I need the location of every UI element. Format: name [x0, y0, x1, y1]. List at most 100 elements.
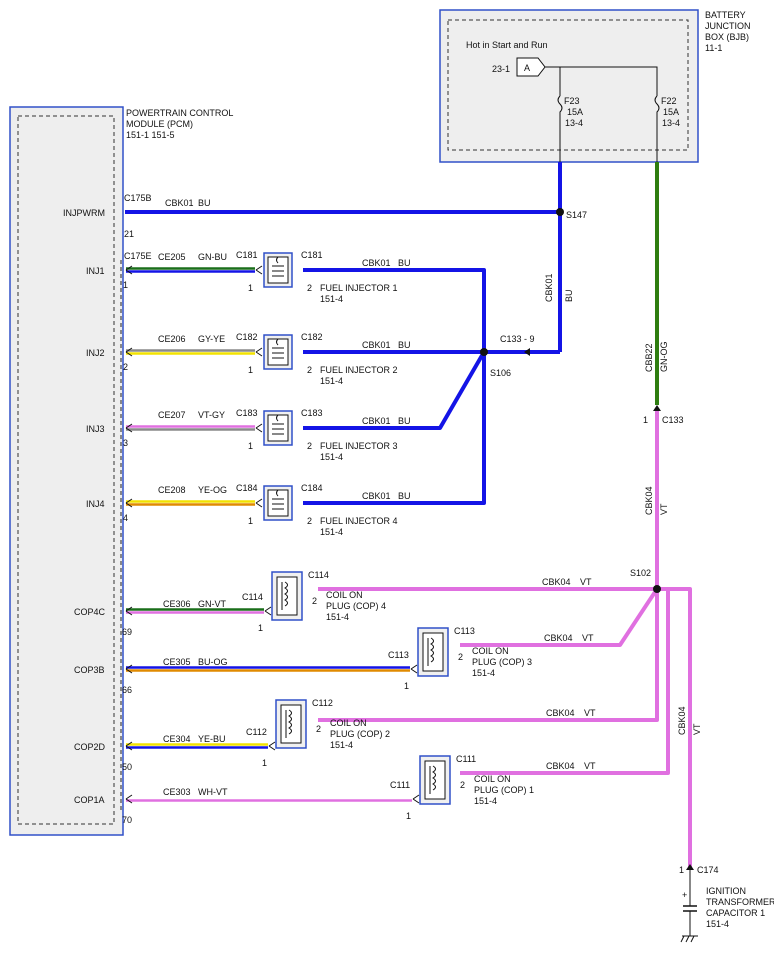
circuit-label: CE208: [158, 485, 186, 495]
connector-label-in: C112: [246, 727, 267, 737]
wire-ce206: [126, 349, 255, 355]
pcm-pin-arrow: [125, 265, 133, 275]
fuse-f22-rating: 15A: [663, 107, 679, 117]
bjb-feed-circuit: CBB22: [644, 343, 654, 372]
bjb-hot-label: Hot in Start and Run: [466, 40, 548, 50]
pcm-pin-name: COP1A: [74, 795, 105, 805]
pcm-pin-name: INJ4: [86, 499, 105, 509]
capacitor-name-3: CAPACITOR 1: [706, 908, 765, 918]
splice-s102-dot: [653, 585, 661, 593]
splice-s106-label: S106: [490, 368, 511, 378]
pcm-module: POWERTRAIN CONTROL MODULE (PCM) 151-1 15…: [9, 106, 233, 836]
coil-name-1: COIL ON: [330, 718, 367, 728]
pcm-pin: 50: [122, 762, 132, 772]
circuit-color: BU-OG: [198, 657, 228, 667]
coil-feed-wires: [318, 411, 692, 868]
injector-name: FUEL INJECTOR 2: [320, 365, 398, 375]
bjb-module: BATTERY JUNCTION BOX (BJB) 11-1 Hot in S…: [439, 9, 751, 163]
out-circuit-label: CBK01: [362, 491, 391, 501]
bjb-box-inner: [447, 19, 689, 151]
pcm-title-1: POWERTRAIN CONTROL: [126, 108, 233, 118]
injector-connector-arrow: [255, 347, 263, 357]
injector-name: FUEL INJECTOR 1: [320, 283, 398, 293]
injector-connector-arrow: [255, 498, 263, 508]
capacitor-ref: 151-4: [706, 919, 729, 929]
coil-name-1: COIL ON: [474, 774, 511, 784]
out-color-label: VT: [580, 577, 592, 587]
circuit-color: GY-YE: [198, 334, 225, 344]
out-circuit-label: CBK01: [362, 416, 391, 426]
capacitor-name-2: TRANSFORMER: [706, 897, 774, 907]
pcm-pin: 2: [123, 362, 128, 372]
coil-name-2: PLUG (COP) 1: [474, 785, 534, 795]
injector-bus-vertical-circuit: CBK01: [544, 273, 554, 302]
wire-cop3-out: [460, 587, 659, 647]
ignition-coil-icon: [419, 755, 451, 805]
wire-ce306: [126, 608, 264, 614]
coil-connector-arrow: [412, 794, 420, 804]
capacitor-color: VT: [692, 723, 702, 735]
pcm-ref: 151-1 151-5: [126, 130, 175, 140]
out-color-label: VT: [584, 708, 596, 718]
coil-connector-arrow: [268, 741, 276, 751]
circuit-label: CE305: [163, 657, 191, 667]
coil-connector-arrow: [410, 664, 418, 674]
out-color-label: BU: [398, 416, 411, 426]
pin-label-a: 1: [262, 758, 267, 768]
fuse-f23-id: F23: [564, 96, 580, 106]
injector-connector-arrow: [255, 265, 263, 275]
connector-label-out: C111: [456, 754, 476, 764]
coil-name-1: COIL ON: [472, 646, 509, 656]
pin-label-a: 1: [248, 283, 253, 293]
pcm-pin-name: INJ2: [86, 348, 105, 358]
bjb-pin-letter: A: [524, 63, 530, 73]
out-color-label: BU: [398, 340, 411, 350]
ground-icon: [680, 935, 698, 943]
ignition-coil-icon: [417, 627, 449, 677]
coil-ref: 151-4: [330, 740, 353, 750]
pin-label-b: 2: [307, 516, 312, 526]
fuel-injector-icon: [263, 252, 293, 288]
connector-c133-arrow: [653, 405, 661, 411]
pcm-pin-name: INJ3: [86, 424, 105, 434]
pin-label-a: 1: [248, 516, 253, 526]
coil-feed-circuit: CBK04: [644, 486, 654, 515]
fuse-f23-symbol: [557, 95, 563, 162]
connector-label-in: C184: [236, 483, 258, 493]
pin-label-b: 2: [316, 724, 321, 734]
bjb-title-2: JUNCTION: [705, 21, 751, 31]
wire-ce207: [126, 425, 255, 431]
wire-cop1-out: [460, 589, 670, 775]
out-circuit-label: CBK04: [546, 708, 575, 718]
injpwr-circuit: CBK01: [165, 198, 194, 208]
circuit-label: CE207: [158, 410, 186, 420]
pin-label-b: 2: [458, 652, 463, 662]
capacitor-pin: 1: [679, 865, 684, 875]
pin-label-b: 2: [307, 283, 312, 293]
pcm-box-inner: [17, 115, 115, 825]
fuel-injector-icon: [263, 334, 293, 370]
pcm-pin-arrow: [125, 741, 133, 751]
wire-s102-to-c174: [657, 587, 692, 868]
injector-name: FUEL INJECTOR 4: [320, 516, 398, 526]
pin-label-b: 2: [312, 596, 317, 606]
injpwr-pin: 21: [124, 229, 134, 239]
capacitor-polarity-plus: +: [682, 890, 687, 900]
connector-c174-arrow: [686, 864, 694, 870]
bjb-pin-flag: [516, 57, 546, 77]
circuit-color: YE-OG: [198, 485, 227, 495]
bjb-pin-ref: 23-1: [492, 64, 510, 74]
connector-label-out: C184: [301, 483, 323, 493]
injector-name: FUEL INJECTOR 3: [320, 441, 398, 451]
fuse-f22-id: F22: [661, 96, 677, 106]
circuit-label: CE306: [163, 599, 191, 609]
coil-feed-color: VT: [659, 503, 669, 515]
ignition-capacitor: + CBK04 VT C174 1 IGNITION TRANSFORMER C…: [677, 706, 774, 943]
